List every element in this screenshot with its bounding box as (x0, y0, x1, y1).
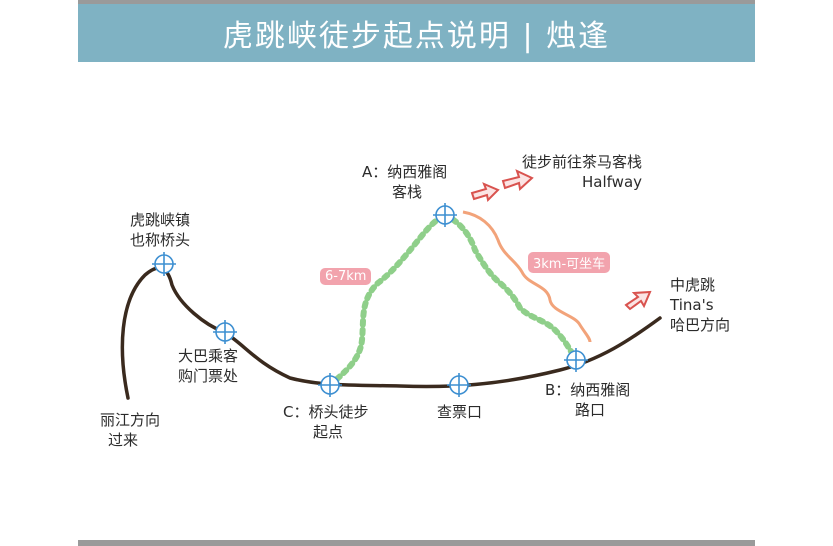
label-lijiang-direction: 丽江方向 过来 (100, 411, 161, 449)
direction-arrow-icon (624, 290, 652, 311)
hiking-path-descent (442, 212, 578, 361)
page-title: 虎跳峡徒步起点说明 | 烛逢 (222, 19, 611, 54)
main-road (120, 266, 662, 400)
bottom-border (78, 540, 755, 546)
direction-arrow-icon (501, 169, 534, 191)
label-bus-ticket-office: 大巴乘客 购门票处 (178, 347, 239, 385)
location-marker-icon (433, 203, 457, 227)
location-marker-icon (564, 348, 588, 372)
label-point-a: A：纳西雅阁 客栈 (362, 163, 448, 201)
location-marker-icon (447, 373, 471, 397)
label-tinas: 中虎跳 Tina's 哈巴方向 (670, 276, 731, 334)
label-point-b: B：纳西雅阁 路口 (545, 381, 631, 419)
label-ticket-check: 查票口 (437, 403, 483, 421)
direction-arrow-icon (470, 182, 500, 203)
badge-road-distance: 3km-可坐车 (528, 252, 611, 273)
label-halfway: 徒步前往茶马客栈 Halfway (522, 153, 643, 191)
badge-climb-distance: 6-7km (320, 268, 372, 285)
title-banner: 虎跳峡徒步起点说明 | 烛逢 (78, 4, 755, 62)
car-road (462, 210, 592, 343)
location-marker-icon (318, 373, 342, 397)
location-marker-icon (213, 320, 237, 344)
label-hutiao-town: 虎跳峡镇 也称桥头 (130, 211, 191, 249)
label-point-c: C：桥头徒步 起点 (283, 403, 369, 441)
top-border (78, 0, 755, 4)
hiking-path-climb (327, 212, 448, 388)
location-marker-icon (152, 252, 176, 276)
